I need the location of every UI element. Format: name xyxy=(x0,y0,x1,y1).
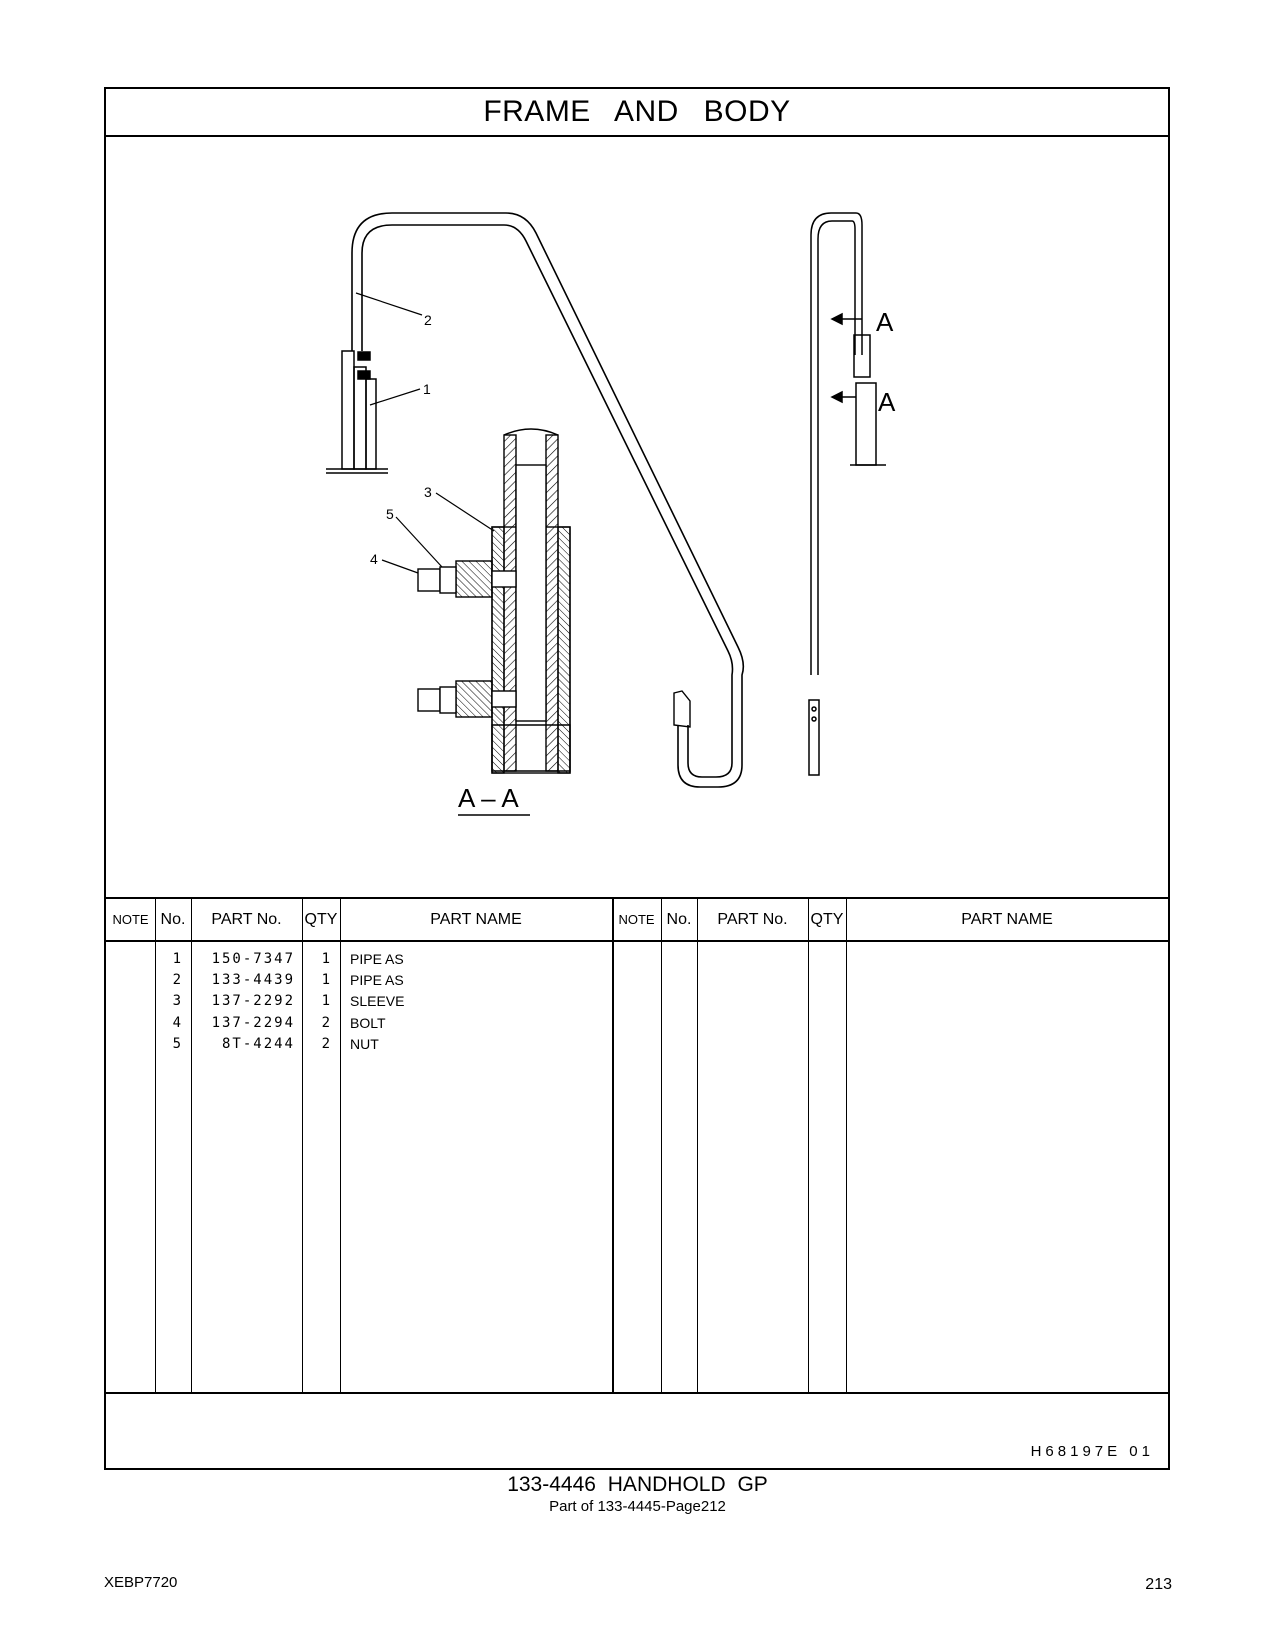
parts-page-frame: FRAME AND BODY xyxy=(104,87,1170,1470)
callout-1: 1 xyxy=(423,381,431,397)
row-part-name: PIPE AS xyxy=(350,972,404,988)
page-title: FRAME AND BODY xyxy=(106,89,1168,137)
col-divider xyxy=(661,897,662,1392)
pipe-assembly-main xyxy=(351,212,745,788)
drawing-svg: A – A A A xyxy=(326,212,896,816)
col-qty: QTY xyxy=(304,911,338,928)
callout-3: 3 xyxy=(424,484,432,500)
row-qty: 2 xyxy=(321,1036,332,1052)
row-no: 3 xyxy=(172,993,183,1009)
row-part-name: SLEEVE xyxy=(350,993,405,1009)
row-part-no: 150-7347 xyxy=(211,951,295,967)
col-divider xyxy=(340,897,341,1392)
col-part-name-right: PART NAME xyxy=(961,911,1053,928)
group-subtitle: Part of 133-4445-Page212 xyxy=(549,1498,726,1515)
col-divider xyxy=(191,897,192,1392)
row-no: 5 xyxy=(172,1036,183,1052)
row-part-no: 137-2292 xyxy=(211,993,295,1009)
col-divider xyxy=(697,897,698,1392)
col-note: NOTE xyxy=(112,912,149,927)
col-divider xyxy=(155,897,156,1392)
row-qty: 1 xyxy=(321,972,332,988)
illustration-ref: H68197E 01 xyxy=(1030,1443,1154,1460)
row-no: 4 xyxy=(172,1015,183,1031)
group-title: 133-4446 HANDHOLD GP xyxy=(507,1473,768,1496)
col-part-name: PART NAME xyxy=(430,911,522,928)
base-bracket-assembly xyxy=(326,350,388,474)
row-qty: 1 xyxy=(321,951,332,967)
row-qty: 1 xyxy=(321,993,332,1009)
row-no: 2 xyxy=(172,972,183,988)
exploded-view-drawing: A – A A A xyxy=(106,135,1168,897)
row-part-name: BOLT xyxy=(350,1015,386,1031)
row-part-name: NUT xyxy=(350,1036,379,1052)
callout-leaders xyxy=(355,292,495,574)
illustration-ref-box: H68197E 01 xyxy=(106,1392,1168,1472)
side-view-pipe xyxy=(808,212,886,776)
view-arrows xyxy=(830,312,862,404)
callout-4: 4 xyxy=(370,551,378,567)
row-part-name: PIPE AS xyxy=(350,951,404,967)
row-no: 1 xyxy=(172,951,183,967)
col-note-right: NOTE xyxy=(618,912,655,927)
col-part-no-right: PART No. xyxy=(717,911,788,928)
row-part-no: 8T-4244 xyxy=(221,1036,295,1052)
col-part-no: PART No. xyxy=(211,911,282,928)
row-qty: 2 xyxy=(321,1015,332,1031)
col-qty-right: QTY xyxy=(810,911,844,928)
parts-table-header: NOTE No. PART No. QTY PART NAME NOTE No.… xyxy=(106,897,1168,942)
row-part-no: 137-2294 xyxy=(211,1015,295,1031)
doc-id: XEBP7720 xyxy=(104,1574,178,1591)
col-no-right: No. xyxy=(666,911,692,928)
view-mark-a-upper: A xyxy=(876,307,894,337)
callout-2: 2 xyxy=(424,312,432,328)
col-divider xyxy=(846,897,847,1392)
col-no: No. xyxy=(160,911,186,928)
section-a-a xyxy=(417,428,571,774)
col-divider-center xyxy=(612,897,614,1392)
section-label: A – A xyxy=(458,783,519,813)
view-mark-a-lower: A xyxy=(878,387,896,417)
page-number: 213 xyxy=(1145,1576,1172,1593)
col-divider xyxy=(808,897,809,1392)
callout-5: 5 xyxy=(386,506,394,522)
row-part-no: 133-4439 xyxy=(211,972,295,988)
col-divider xyxy=(302,897,303,1392)
pipe-end-tab xyxy=(673,690,691,728)
